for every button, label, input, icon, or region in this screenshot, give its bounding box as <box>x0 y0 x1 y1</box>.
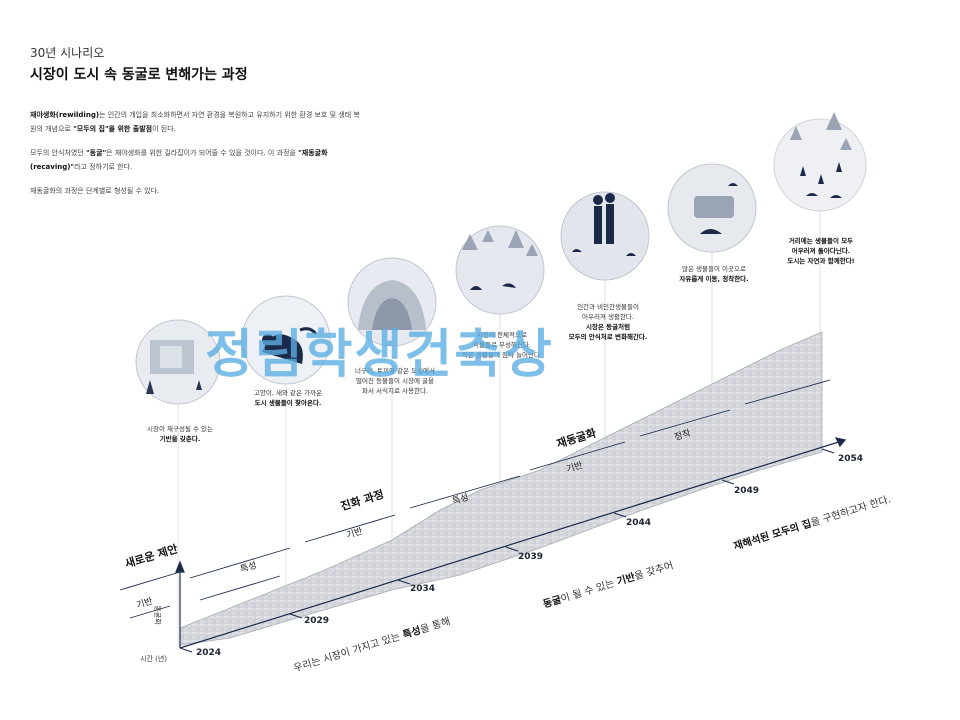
time-axis-label: 시간 (년) <box>140 655 168 663</box>
watermark: 정림학생건축상 <box>205 325 554 385</box>
scene-circle-5 <box>560 191 650 281</box>
recaving-mountain-shape <box>179 331 823 646</box>
year-2049: 2049 <box>734 486 760 496</box>
recaving-axis-label: 동굴화 <box>153 605 162 625</box>
year-2034: 2034 <box>410 584 436 594</box>
year-2039: 2039 <box>518 552 544 562</box>
year-2054: 2054 <box>838 454 864 464</box>
intro-paragraph-1: 재야생화(rewilding)는 인간의 개입을 최소화하면서 자연 환경을 복… <box>30 111 360 133</box>
year-2029: 2029 <box>304 616 330 626</box>
stage-lanes <box>119 379 831 619</box>
page-title: 시장이 도시 속 동굴로 변해가는 과정 <box>30 67 248 83</box>
intro-paragraph-3: 재동굴화의 과정은 단계별로 형성될 수 있다. <box>30 187 160 195</box>
scene-circle-6 <box>667 163 757 253</box>
scene-circles <box>135 112 867 405</box>
scene-circle-1 <box>135 319 221 405</box>
scenario-subtitle: 30년 시나리오 <box>30 46 105 60</box>
scene-circle-4 <box>455 225 545 315</box>
year-2024: 2024 <box>196 648 222 658</box>
scene-circle-2 <box>241 295 331 385</box>
scene-circle-3 <box>347 257 437 347</box>
year-2044: 2044 <box>626 518 652 528</box>
intro-text: 재야생화(rewilding)는 인간의 개입을 최소화하면서 자연 환경을 복… <box>30 108 360 208</box>
year-ticks <box>179 448 835 653</box>
scene-circle-7 <box>773 112 867 212</box>
intro-paragraph-2: 모두의 안식처였던 "동굴"은 재야생화를 위한 길라잡이가 되어줄 수 있을 … <box>30 149 328 171</box>
